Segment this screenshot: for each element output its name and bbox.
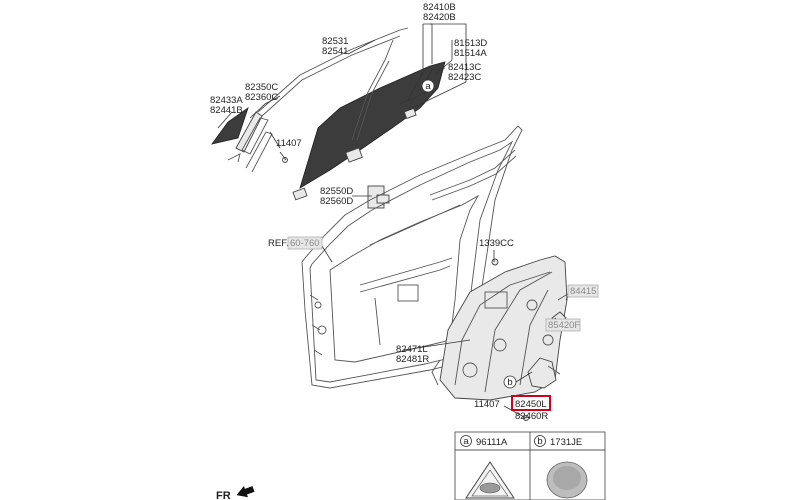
label-82360c: 82360C: [245, 92, 278, 103]
label-ref-code: 60-760: [290, 238, 320, 249]
legend-b-letter: b: [537, 436, 542, 447]
legend-b-code: 1731JE: [550, 437, 582, 448]
label-82450l: 82450L: [515, 399, 547, 410]
box-85420f: [545, 318, 581, 332]
label-82433a: 82433A: [210, 95, 243, 106]
label-11407-top: 11407: [276, 138, 302, 149]
weatherstrip-front: [227, 117, 273, 173]
callout-b: b: [503, 375, 517, 389]
label-11407-bottom: 11407: [474, 399, 500, 410]
label-82413c: 82413C: [448, 62, 481, 73]
label-1339cc: 1339CC: [479, 238, 514, 249]
fr-label: FR: [216, 490, 231, 500]
label-82531: 82531: [322, 36, 348, 47]
callout-a: a: [421, 79, 435, 93]
label-82410b: 82410B: [423, 2, 456, 13]
label-82420b: 82420B: [423, 12, 456, 23]
label-84415: 84415: [570, 286, 596, 297]
highlight-box-82450l: [511, 395, 551, 411]
ref-box: [287, 236, 323, 250]
label-ref: REF.: [268, 238, 289, 249]
label-82560d: 82560D: [320, 196, 353, 207]
label-82460r: 82460R: [515, 411, 548, 422]
label-82350c: 82350C: [245, 82, 278, 93]
label-82541: 82541: [322, 46, 348, 57]
label-82481r: 82481R: [396, 354, 429, 365]
label-81514a: 81514A: [454, 48, 487, 59]
window-run-channel: [257, 27, 409, 141]
plug-shape: [546, 461, 588, 499]
glass-regulator-bracket: [367, 185, 390, 209]
part-labels: 82410B 82420B 82531 82541 81513D 81514A …: [210, 2, 599, 422]
delta-cover: [211, 106, 263, 153]
label-82550d: 82550D: [320, 186, 353, 197]
legend-a-code: 96111A: [476, 437, 508, 448]
callout-b-letter: b: [507, 377, 512, 388]
callout-a-letter: a: [425, 81, 431, 92]
door-latch-actuator: [527, 357, 561, 389]
door-frame: [301, 125, 523, 389]
sticker-shape: [465, 461, 515, 499]
window-glass: [292, 61, 446, 201]
legend-table: a 96111A b 1731JE: [454, 431, 606, 500]
leader-lines: [217, 23, 571, 419]
label-81513d: 81513D: [454, 38, 487, 49]
label-82423c: 82423C: [448, 72, 481, 83]
label-85420f: 85420F: [548, 320, 580, 331]
label-82471l: 82471L: [396, 344, 428, 355]
box-84415: [567, 284, 599, 298]
fr-arrow-icon: [236, 486, 255, 498]
legend-a-letter: a: [463, 436, 469, 447]
front-direction-indicator: FR: [216, 486, 255, 500]
label-82441b: 82441B: [210, 105, 243, 116]
